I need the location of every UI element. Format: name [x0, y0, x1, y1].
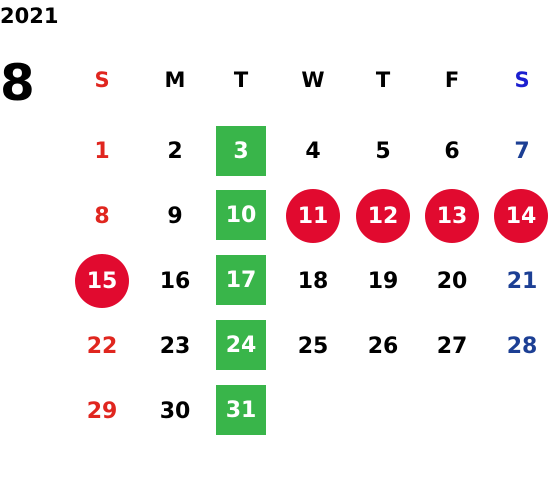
- day-cell[interactable]: 27: [436, 333, 468, 359]
- day-cell[interactable]: 26: [367, 333, 399, 359]
- day-cell[interactable]: 21: [506, 268, 538, 294]
- day-cell-highlighted[interactable]: 10: [216, 190, 266, 240]
- day-cell[interactable]: 8: [94, 203, 110, 229]
- weekday-thursday: T: [375, 68, 391, 92]
- day-cell[interactable]: 1: [94, 138, 110, 164]
- day-cell-highlighted[interactable]: 24: [216, 320, 266, 370]
- weekday-friday: F: [444, 68, 460, 92]
- day-cell[interactable]: 22: [86, 333, 118, 359]
- weekday-tuesday: T: [233, 68, 249, 92]
- day-cell-highlighted[interactable]: 3: [216, 126, 266, 176]
- day-cell[interactable]: 20: [436, 268, 468, 294]
- day-cell-holiday[interactable]: 15: [75, 254, 129, 308]
- day-cell[interactable]: 29: [86, 398, 118, 424]
- day-cell[interactable]: 2: [167, 138, 183, 164]
- weekday-saturday: S: [514, 68, 530, 92]
- day-cell-holiday[interactable]: 14: [494, 189, 548, 243]
- day-cell[interactable]: 23: [159, 333, 191, 359]
- day-cell-holiday[interactable]: 13: [425, 189, 479, 243]
- day-cell[interactable]: 19: [367, 268, 399, 294]
- day-cell-holiday[interactable]: 11: [286, 189, 340, 243]
- day-cell[interactable]: 30: [159, 398, 191, 424]
- day-cell-highlighted[interactable]: 17: [216, 255, 266, 305]
- day-cell-highlighted[interactable]: 31: [216, 385, 266, 435]
- month-number: 8: [0, 54, 35, 112]
- year-label: 2021: [0, 4, 59, 28]
- weekday-wednesday: W: [301, 68, 325, 92]
- day-cell[interactable]: 18: [297, 268, 329, 294]
- weekday-sunday: S: [94, 68, 110, 92]
- day-cell[interactable]: 9: [167, 203, 183, 229]
- day-cell[interactable]: 25: [297, 333, 329, 359]
- day-cell[interactable]: 7: [514, 138, 530, 164]
- day-cell[interactable]: 4: [305, 138, 321, 164]
- day-cell[interactable]: 5: [375, 138, 391, 164]
- day-cell[interactable]: 28: [506, 333, 538, 359]
- weekday-monday: M: [164, 68, 186, 92]
- day-cell[interactable]: 16: [159, 268, 191, 294]
- day-cell[interactable]: 6: [444, 138, 460, 164]
- day-cell-holiday[interactable]: 12: [356, 189, 410, 243]
